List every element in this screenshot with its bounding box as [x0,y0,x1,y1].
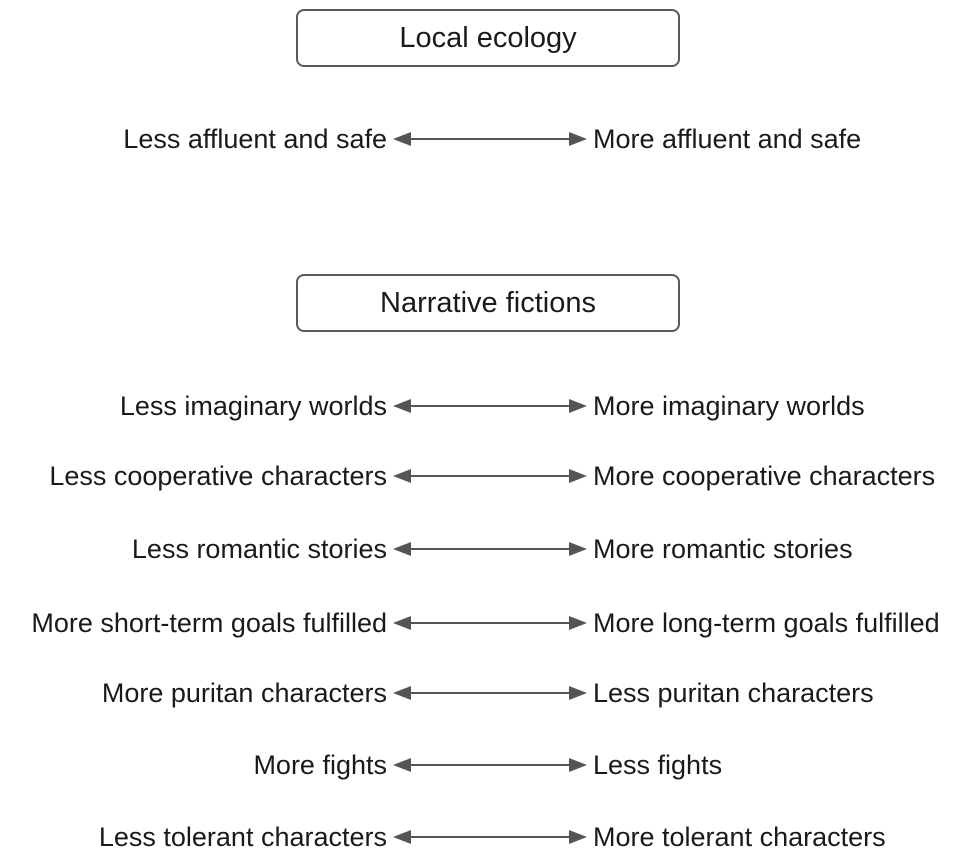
fiction-row: Less cooperative characters More coopera… [0,456,975,496]
narrative-fictions-box: Narrative fictions [296,274,680,332]
double-arrow-icon [393,616,587,630]
row-left-label: Less cooperative characters [49,461,387,491]
row-right-label: Less fights [593,750,723,780]
row-left-label: Less tolerant characters [98,822,387,852]
row-right-label: More cooperative characters [593,461,936,491]
fiction-row: Less imaginary worlds More imaginary wor… [0,386,975,426]
row-left-label: Less romantic stories [131,534,387,564]
double-arrow-icon [393,686,587,700]
fiction-row: More fights Less fights [0,745,975,785]
double-arrow-icon [393,542,587,556]
row-left-label: Less imaginary worlds [119,391,387,421]
row-right-label: More long-term goals fulfilled [593,608,940,638]
row-right-label: Less puritan characters [593,678,874,708]
row-right-label: More romantic stories [593,534,853,564]
narrative-fictions-label: Narrative fictions [380,286,596,319]
row-right-label: More imaginary worlds [593,391,865,421]
local-ecology-label: Local ecology [399,21,577,54]
row-left-label: More short-term goals fulfilled [31,608,387,638]
fiction-row: Less tolerant characters More tolerant c… [0,817,975,857]
local-ecology-box: Local ecology [296,9,680,67]
fiction-row: Less romantic stories More romantic stor… [0,529,975,569]
fiction-row: More short-term goals fulfilled More lon… [0,603,975,643]
double-arrow-icon [393,132,587,146]
double-arrow-icon [393,758,587,772]
row-right-label: More affluent and safe [593,124,862,154]
double-arrow-icon [393,399,587,413]
row-left-label: More puritan characters [101,678,387,708]
fiction-row: More puritan characters Less puritan cha… [0,673,975,713]
ecology-row: Less affluent and safe More affluent and… [0,119,975,159]
row-right-label: More tolerant characters [593,822,886,852]
row-left-label: Less affluent and safe [123,124,387,154]
double-arrow-icon [393,830,587,844]
row-left-label: More fights [253,750,387,780]
double-arrow-icon [393,469,587,483]
